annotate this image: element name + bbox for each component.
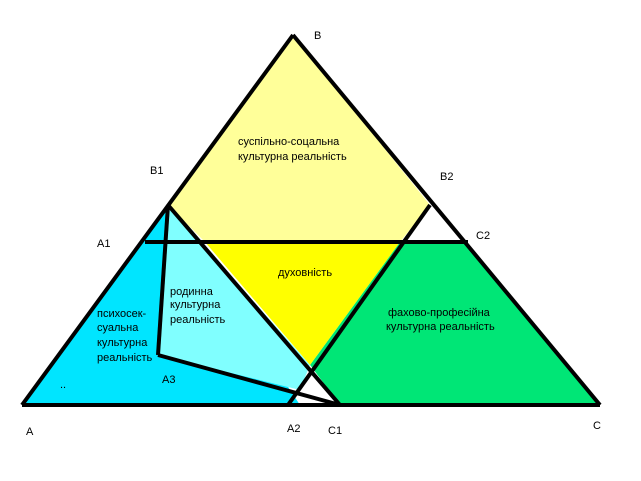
label-point-A2: A2 xyxy=(287,423,300,435)
professional-region xyxy=(310,242,600,405)
label-psychosexual-line3: культурна xyxy=(97,337,148,349)
line-B1-A3 xyxy=(156,204,170,356)
label-family-line3: реальність xyxy=(170,314,226,326)
edge-B-C xyxy=(291,33,602,407)
label-professional-line2: культурна реальність xyxy=(386,321,495,333)
edge-A-B xyxy=(20,33,295,407)
label-point-A3: A3 xyxy=(162,374,175,386)
label-ellipsis: .. xyxy=(60,379,66,391)
label-point-B2: B2 xyxy=(440,171,453,183)
label-psychosexual-line2: суальна xyxy=(97,322,139,334)
label-family-line2: культурна xyxy=(170,299,221,311)
label-social-line1: суспільно-соцальна xyxy=(238,136,340,148)
label-psychosexual-line1: психосек- xyxy=(97,308,147,320)
label-spirituality: духовність xyxy=(278,267,332,279)
label-social-line2: культурна реальність xyxy=(238,151,347,163)
line-B2-A2 xyxy=(286,203,432,407)
label-professional-line1: фахово-професійна xyxy=(388,307,491,319)
line-A3-C1 xyxy=(157,353,341,407)
family-region xyxy=(158,205,310,390)
label-point-C: C xyxy=(593,420,601,432)
label-point-C1: C1 xyxy=(328,425,342,437)
label-point-A: A xyxy=(26,426,34,438)
label-psychosexual-line4: реальність xyxy=(97,352,153,364)
label-family-line1: родинна xyxy=(170,286,214,298)
spirituality-region xyxy=(205,242,400,365)
label-point-B: B xyxy=(314,30,321,42)
label-point-A1: A1 xyxy=(97,238,110,250)
label-point-B1: B1 xyxy=(150,165,163,177)
label-point-C2: C2 xyxy=(476,230,490,242)
social-reality-region xyxy=(168,35,430,242)
